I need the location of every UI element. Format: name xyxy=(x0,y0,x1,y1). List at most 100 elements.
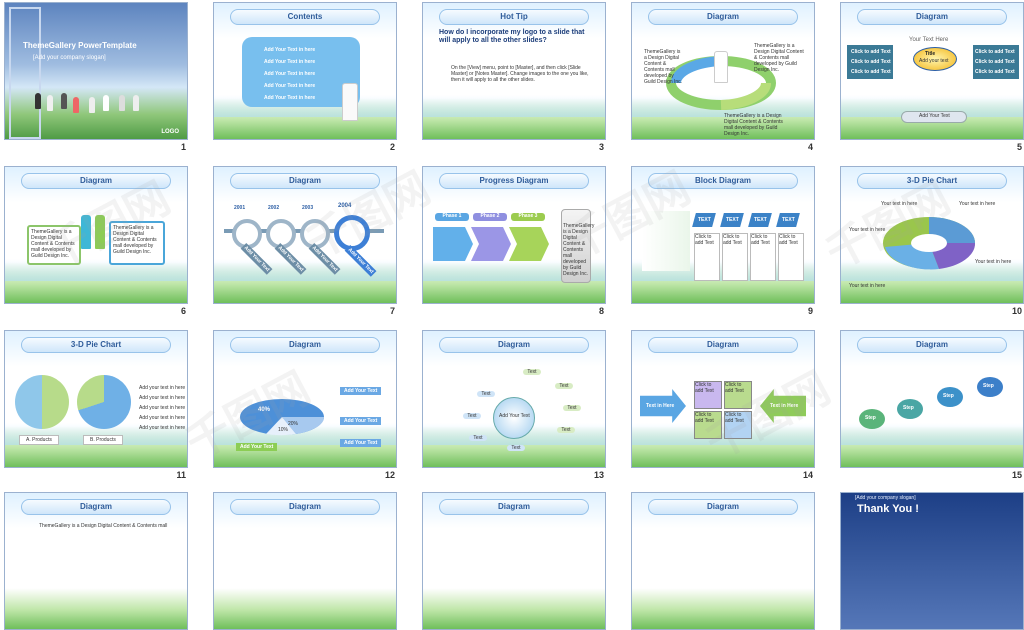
slide-thumb-18[interactable]: Diagram xyxy=(422,492,606,630)
slide-thumb-12[interactable]: Diagram 40% 20% 10% Add Your Text Add Yo… xyxy=(213,330,397,480)
slide-thumb-19[interactable]: Diagram xyxy=(631,492,815,630)
slide-thumb-11[interactable]: 3-D Pie Chart A. Products B. Products Ad… xyxy=(4,330,188,480)
legend-item: Add your text in here xyxy=(139,395,186,401)
text-box-left xyxy=(27,225,81,265)
product-label: B. Products xyxy=(83,435,123,445)
title-disc xyxy=(913,47,957,71)
panel-item: Click to add Text xyxy=(975,49,1015,55)
pie-a xyxy=(15,375,69,429)
slide-thumb-7[interactable]: Diagram 2001 2002 2003 2004 Add Your Tex… xyxy=(213,166,397,316)
callout: Add Your Text xyxy=(340,417,382,425)
diagram-label: ThemeGallery is a Design Digital Content… xyxy=(644,49,683,85)
node: Text xyxy=(555,383,573,389)
slide-title: 3-D Pie Chart xyxy=(857,173,1007,189)
slide-thumb-17[interactable]: Diagram xyxy=(213,492,397,630)
contents-panel xyxy=(242,37,360,107)
left-panel xyxy=(847,45,893,79)
side-panel xyxy=(561,209,591,283)
slide-number: 1 xyxy=(180,142,186,152)
contents-item: Add Your Text in here xyxy=(264,59,316,65)
slide-title: Diagram xyxy=(648,337,798,353)
block-cell: Click to add Text xyxy=(722,233,748,281)
node: Text xyxy=(463,413,481,419)
person-figure xyxy=(133,95,139,111)
slide-title: Block Diagram xyxy=(648,173,798,189)
slide-thumb-10[interactable]: 3-D Pie Chart Your text in here Your tex… xyxy=(840,166,1024,316)
pie-3d xyxy=(240,399,325,436)
node: Text xyxy=(557,427,575,433)
door-frame xyxy=(9,7,41,139)
text-box-label: ThemeGallery is a Design Digital Content… xyxy=(113,225,157,255)
slide-number: 8 xyxy=(598,306,604,316)
slide-hot-tip: Hot Tip How do I incorporate my logo to … xyxy=(422,2,606,140)
legend-item: Add your text in here xyxy=(139,415,186,421)
slide-thumb-20[interactable]: [Add your company slogan] Thank You ! xyxy=(840,492,1024,630)
timeline-ring-active xyxy=(334,215,370,251)
block-cell: Click to add Text xyxy=(750,233,776,281)
step-disc xyxy=(977,377,1003,397)
slide-thumb-13[interactable]: Diagram Add Your Text Text Text Text Tex… xyxy=(422,330,606,480)
phase-tab: Phase 3 xyxy=(511,213,545,221)
text-box-right xyxy=(109,221,165,265)
slide-diagram: Diagram ThemeGallery is a Design Digital… xyxy=(631,2,815,140)
slide-number: 2 xyxy=(389,142,395,152)
pct-label: 20% xyxy=(288,421,299,427)
slide-thumb-14[interactable]: Diagram Text in Here Text in Here Click … xyxy=(631,330,815,480)
slide-thumb-15[interactable]: Diagram Step Step Step Step 15 xyxy=(840,330,1024,480)
panel-item: Click to add Text xyxy=(975,59,1015,65)
slide-thumb-16[interactable]: Diagram ThemeGallery is a Design Digital… xyxy=(4,492,188,630)
slide-thumb-5[interactable]: Diagram Your Text Here Title Add your te… xyxy=(840,2,1024,152)
tip-question: How do I incorporate my logo to a slide … xyxy=(439,29,585,44)
slide-diagram: Diagram Text in Here Text in Here Click … xyxy=(631,330,815,468)
text-box-label: ThemeGallery is a Design Digital Content… xyxy=(31,229,75,259)
product-label: A. Products xyxy=(19,435,59,445)
thanks-subtitle: [Add your company slogan] xyxy=(855,495,916,501)
slide-title: 3-D Pie Chart xyxy=(21,337,171,353)
cover-subtitle: [Add your company slogan] xyxy=(33,55,106,61)
callout: Add Your Text xyxy=(340,387,382,395)
slide-diagram: Diagram xyxy=(422,492,606,630)
callout: Add Your Text xyxy=(236,443,278,451)
slide-thumb-2[interactable]: Contents Add Your Text in here Add Your … xyxy=(213,2,397,152)
year-label: 2004 xyxy=(338,203,352,209)
pct-label: 40% xyxy=(258,407,271,413)
contents-item: Add Your Text in here xyxy=(264,83,316,89)
slide-number: 15 xyxy=(1011,470,1022,480)
slide-thumb-9[interactable]: Block Diagram TEXT TEXT TEXT TEXT Click … xyxy=(631,166,815,316)
pie-b xyxy=(77,375,131,429)
pie-callout: Your text in here xyxy=(881,201,918,207)
slide-title: Diagram xyxy=(230,499,380,515)
year-label: 2001 xyxy=(234,205,246,211)
slide-number: 5 xyxy=(1016,142,1022,152)
slide-number: 6 xyxy=(180,306,186,316)
slide-thumb-1[interactable]: ThemeGallery PowerTemplate [Add your com… xyxy=(4,2,188,152)
slide-thumb-6[interactable]: Diagram ThemeGallery is a Design Digital… xyxy=(4,166,188,316)
slide-number: 4 xyxy=(807,142,813,152)
panel-item: Click to add Text xyxy=(851,49,891,55)
person-figure xyxy=(73,97,79,113)
title-disc-sub: Add your text xyxy=(919,58,949,64)
donut-chart xyxy=(883,217,976,270)
slide-thumb-4[interactable]: Diagram ThemeGallery is a Design Digital… xyxy=(631,2,815,152)
center-node xyxy=(493,397,535,439)
slide-title: Hot Tip xyxy=(439,9,589,25)
slide-diagram: Diagram Step Step Step Step xyxy=(840,330,1024,468)
slide-block: Block Diagram TEXT TEXT TEXT TEXT Click … xyxy=(631,166,815,304)
slide-thumb-3[interactable]: Hot Tip How do I incorporate my logo to … xyxy=(422,2,606,152)
slide-title: Diagram xyxy=(439,337,589,353)
slide-cover: ThemeGallery PowerTemplate [Add your com… xyxy=(4,2,188,140)
pct-label: 10% xyxy=(278,427,289,433)
slide-title: Diagram xyxy=(230,337,380,353)
node: Text xyxy=(563,405,581,411)
arrow-label: Text in Here xyxy=(770,403,799,409)
slide-thumb-8[interactable]: Progress Diagram Phase 1 Phase 2 Phase 3… xyxy=(422,166,606,316)
node: Text xyxy=(477,391,495,397)
phase-tab: Phase 1 xyxy=(435,213,469,221)
slide-pie: 3-D Pie Chart Your text in here Your tex… xyxy=(840,166,1024,304)
slide-contents: Contents Add Your Text in here Add Your … xyxy=(213,2,397,140)
slide-title: Diagram xyxy=(648,9,798,25)
slide-diagram: Diagram ThemeGallery is a Design Digital… xyxy=(4,492,188,630)
pie-callout: Your text in here xyxy=(975,259,1012,265)
matrix-cell: Click to add Text xyxy=(724,381,752,409)
step-label: Step xyxy=(865,415,876,421)
